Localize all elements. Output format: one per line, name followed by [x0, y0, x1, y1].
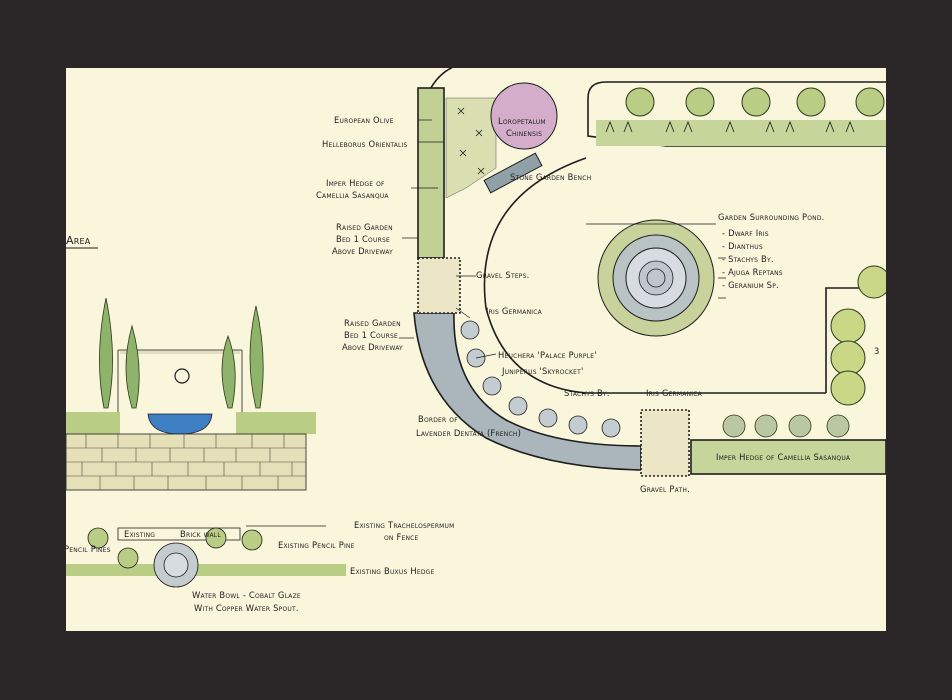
cobalt-water-bowl [147, 413, 213, 435]
garden-plan [413, 68, 886, 477]
plan-labels: European Olive Helleborus Orientalis Imp… [316, 115, 880, 494]
pond-fountain [638, 260, 674, 296]
label-iris-germanica-2: Iris Germanica [646, 388, 703, 398]
bottom-left-labels: Pencil Pines Existing Brick wall Existin… [66, 520, 455, 613]
label-pencil-pines: Pencil Pines [66, 544, 111, 554]
label-number-3: 3 [874, 346, 880, 356]
bottom-hedge-shrubs [722, 414, 850, 438]
bottom-left-plan [66, 525, 346, 588]
label-existing-wall-2: Brick wall [180, 529, 221, 539]
lavender-border-shrubs [460, 320, 621, 438]
label-european-olive: European Olive [334, 115, 394, 125]
label-gravel-path: Gravel Path. [640, 484, 690, 494]
label-area: Area [66, 234, 91, 247]
gravel-steps [417, 257, 461, 314]
pond [597, 219, 715, 337]
label-raised-bed-low-1: Raised Garden [344, 318, 401, 328]
label-pond-item-1: - Dwarf Iris [722, 228, 769, 238]
copper-water-spout [174, 368, 190, 384]
gravel-path [640, 409, 690, 477]
label-pond-item-4: - Ajuga Reptans [722, 267, 783, 277]
elevation-view [66, 297, 316, 491]
label-pond-item-3: - Stachys By. [722, 254, 774, 264]
label-hedge-bottom: Imper Hedge of Camellia Sasanqua [716, 452, 851, 462]
label-iris-germanica-1: Iris Germanica [486, 306, 543, 316]
label-raised-bed-low-3: Above Driveway [342, 342, 403, 352]
label-water-bowl-2: With Copper Water Spout. [194, 603, 299, 613]
label-pond-heading: Garden Surrounding Pond. [718, 212, 825, 222]
label-pond-item-5: - Geranium Sp. [722, 280, 779, 290]
lawn-arc [483, 157, 826, 394]
label-trachelospermum-2: on Fence [384, 532, 419, 542]
label-hedge-left-1: Imper Hedge of [326, 178, 385, 188]
label-raised-bed-top-1: Raised Garden [336, 222, 393, 232]
loropetalum-shrub [490, 82, 558, 150]
elevation-hedge-right [236, 412, 316, 434]
label-existing-wall-1: Existing [124, 529, 155, 539]
label-buxus: Existing Buxus Hedge [350, 566, 434, 576]
label-border-2: Lavender Dentata (French) [416, 428, 521, 438]
label-heuchera: Heuchera 'Palace Purple' [498, 350, 597, 360]
label-existing-pencil-pine: Existing Pencil Pine [278, 540, 355, 550]
label-gravel-steps: Gravel Steps. [476, 270, 530, 280]
label-raised-bed-low-2: Bed 1 Course [344, 330, 398, 340]
label-stachys: Stachys By. [564, 388, 610, 398]
label-loropetalum-2: Chinensis [506, 128, 542, 138]
label-loropetalum-1: Loropetalum [498, 116, 546, 126]
landscape-plan-sheet: European Olive Helleborus Orientalis Imp… [66, 68, 886, 631]
label-raised-bed-top-2: Bed 1 Course [336, 234, 390, 244]
top-hedge-shrubs [625, 87, 885, 117]
label-stone-bench: Stone Garden Bench [510, 172, 591, 182]
leader-lines [399, 119, 726, 359]
label-helleborus: Helleborus Orientalis [322, 139, 408, 149]
elevation-hedge-left [66, 412, 120, 434]
label-pond-item-2: - Dianthus [722, 241, 763, 251]
label-hedge-left-2: Camellia Sasanqua [316, 190, 389, 200]
label-border-1: Border of [418, 414, 458, 424]
bottom-hedge [690, 439, 886, 475]
label-trachelospermum-1: Existing Trachelospermum [354, 520, 455, 530]
top-hedge-strip [596, 120, 886, 146]
elevation-back-wall [120, 350, 240, 354]
right-shrubs [830, 265, 886, 406]
label-water-bowl-1: Water Bowl - Cobalt Glaze [192, 590, 301, 600]
garden-boundary [587, 81, 886, 147]
label-juniperus: Juniperus 'Skyrocket' [501, 366, 584, 376]
helleborus-symbols [457, 107, 485, 175]
raised-bed-hedge [417, 87, 445, 259]
landscape-plan-drawing: European Olive Helleborus Orientalis Imp… [66, 68, 886, 613]
stone-garden-bench [483, 152, 543, 194]
existing-buxus-hedge [66, 564, 346, 576]
label-raised-bed-top-3: Above Driveway [332, 246, 393, 256]
top-hedge-perennials [605, 120, 855, 133]
elevation-pencil-pines [99, 297, 264, 409]
